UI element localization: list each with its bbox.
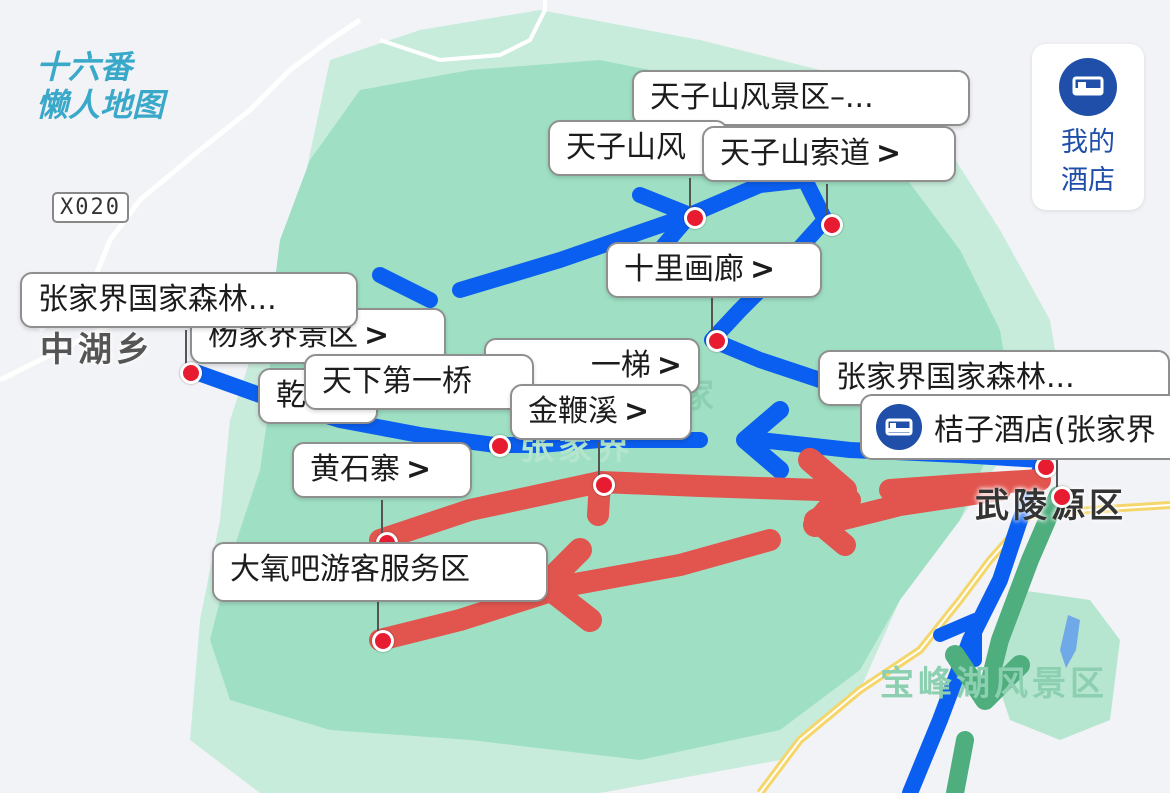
pin-stem [711, 298, 713, 334]
poi-pin-shili[interactable] [706, 330, 728, 352]
route-blue-arrow [736, 401, 789, 479]
baofeng-area [990, 590, 1120, 740]
pin-stem [377, 600, 379, 634]
poi-pin-east[interactable] [1051, 486, 1073, 508]
bed-icon [876, 404, 922, 450]
road-yellow-edge [759, 504, 1170, 793]
poi-callout-tianzishan-ropeway[interactable]: 天子山索道> [702, 126, 956, 182]
poi-callout-tianzishan-feng[interactable]: 天子山风 [548, 120, 728, 176]
pin-stem [598, 442, 600, 480]
poi-name: 金鞭溪 [528, 394, 618, 429]
brand-line-1: 十六番 [36, 48, 133, 86]
poi-name: 天子山风 [566, 130, 686, 165]
route-green-2 [946, 731, 974, 793]
hotel-name: 桔子酒店(张家界 [934, 413, 1156, 448]
poi-callout-jinbianxi[interactable]: 金鞭溪> [510, 384, 692, 440]
poi-pin-dayangba[interactable] [372, 630, 394, 652]
poi-name: 大氧吧游客服务区 [230, 552, 470, 587]
poi-callout-forest-park-nw[interactable]: 张家界国家森林... [20, 272, 358, 328]
chevron-right-icon: > [406, 452, 432, 487]
poi-name: 一梯 [590, 348, 651, 383]
poi-callout-tianzishan-scenic[interactable]: 天子山风景区–... [632, 70, 970, 126]
poi-name: 天下第一桥 [322, 364, 472, 399]
route-red-5 [369, 529, 781, 651]
chevron-right-icon: > [364, 318, 390, 353]
route-green-arrow [945, 645, 1030, 710]
chevron-right-icon: > [750, 252, 776, 287]
brand-line-2: 懒人地图 [36, 86, 165, 124]
pin-stem [381, 500, 383, 536]
hotel-callout[interactable]: 桔子酒店(张家界 [860, 394, 1170, 460]
poi-callout-dayangba[interactable]: 大氧吧游客服务区 [212, 542, 548, 602]
my-hotel-label-1: 我的 [1061, 127, 1115, 158]
poi-pin-jinbianxi[interactable] [593, 474, 615, 496]
route-blue-south-arrow [933, 613, 982, 667]
poi-pin-forest-nw[interactable] [180, 362, 202, 384]
pin-stem [826, 184, 828, 218]
poi-name: 天子山风景区–... [650, 80, 874, 115]
area-label-baofeng: 宝峰湖风景区 [880, 664, 1108, 704]
route-red-arrow-2 [804, 489, 861, 556]
poi-pin-tianxia[interactable] [489, 435, 511, 457]
chevron-right-icon: > [876, 136, 902, 171]
route-red-4 [829, 479, 1011, 531]
route-blue-south [902, 462, 1048, 793]
chevron-right-icon: > [624, 394, 650, 429]
pin-stem [689, 178, 691, 212]
pin-stem [185, 330, 187, 366]
route-blue-4 [372, 267, 438, 308]
brand-logo: 十六番 懒人地图 [36, 48, 164, 124]
poi-name: 乾 [276, 378, 306, 413]
poi-name: 十里画廊 [624, 252, 744, 287]
chevron-right-icon: > [656, 348, 682, 383]
area-label-zhonghu: 中湖乡 [40, 330, 154, 370]
poi-pin-tianzishan[interactable] [684, 207, 706, 229]
road-shield: X020 [52, 192, 129, 223]
area-label-wulingyuan: 武陵源区 [975, 486, 1127, 526]
poi-name: 张家界国家森林... [836, 360, 1075, 395]
poi-name: 黄石寨 [310, 452, 400, 487]
route-blue-1 [452, 172, 833, 298]
pin-stem [1056, 458, 1058, 492]
bed-icon [1059, 58, 1117, 116]
poi-name: 张家界国家森林... [38, 282, 277, 317]
road-grey-3 [379, 0, 547, 63]
poi-pin-ropeway[interactable] [821, 214, 843, 236]
poi-callout-shili-hualang[interactable]: 十里画廊> [606, 242, 822, 298]
baofeng-lake [1060, 615, 1080, 668]
route-green-1 [976, 486, 1067, 709]
poi-callout-tianxia-diyiqiao[interactable]: 天下第一桥 [304, 354, 534, 410]
poi-name: 天子山索道 [720, 136, 870, 171]
my-hotel-label-2: 酒店 [1061, 165, 1115, 196]
poi-callout-huangshizhai[interactable]: 黄石寨> [292, 442, 472, 498]
my-hotel-button[interactable]: 我的 酒店 [1032, 44, 1144, 210]
